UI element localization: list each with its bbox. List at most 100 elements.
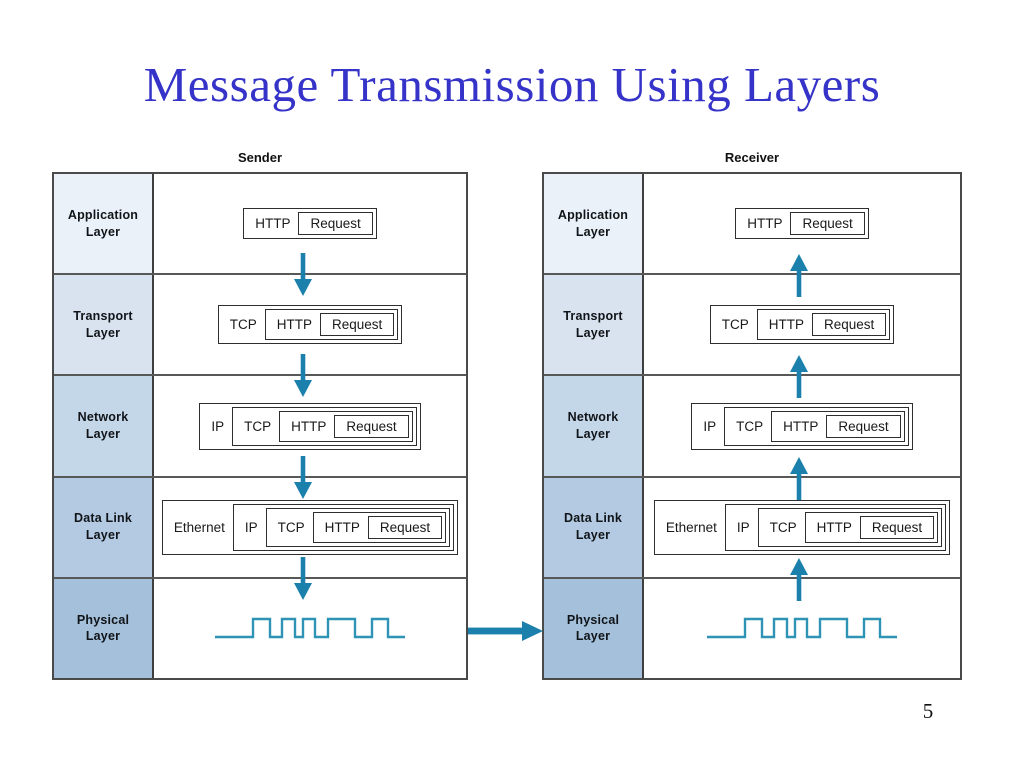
layer-label: Transport Layer bbox=[563, 308, 623, 340]
packet-label-request: Request bbox=[871, 519, 923, 535]
sender-layer-label-cell: Transport Layer bbox=[54, 275, 154, 375]
receiver-layer-label-cell: Physical Layer bbox=[544, 578, 644, 679]
receiver-row-application-layer: Application Layer HTTP Request bbox=[544, 174, 960, 274]
packet-label-request: Request bbox=[838, 418, 889, 434]
layer-label: Network Layer bbox=[567, 410, 619, 441]
packet-box-http: HTTP Request bbox=[264, 309, 399, 341]
packet-label-tcp: TCP bbox=[736, 418, 764, 434]
packet-box-tcp: TCP HTTP Request bbox=[232, 406, 417, 446]
packet-box-request: Request bbox=[826, 414, 901, 438]
sender-layer-content: TCP HTTP Request bbox=[154, 275, 466, 375]
packet-label-tcp: TCP bbox=[769, 519, 797, 535]
packet-label-http: HTTP bbox=[291, 418, 327, 434]
packet-label-request: Request bbox=[802, 216, 853, 232]
receiver-layer-content: Ethernet IP TCP HTTP Request bbox=[644, 477, 960, 577]
sender-row-physical-layer: Physical Layer bbox=[54, 576, 466, 679]
layer-label: Transport Layer bbox=[73, 308, 133, 340]
packet-label-request: Request bbox=[379, 519, 431, 535]
packet-label-http: HTTP bbox=[747, 216, 783, 232]
down-arrow-icon bbox=[290, 557, 316, 601]
receiver-layer-content: HTTP Request bbox=[644, 174, 960, 274]
up-arrow-icon bbox=[786, 456, 812, 500]
layer-label: Data Link Layer bbox=[73, 511, 133, 543]
packet-box-tcp: TCP HTTP Request bbox=[757, 507, 943, 547]
packet-label-ip: IP bbox=[244, 519, 258, 535]
digital-signal-waveform-icon bbox=[707, 618, 897, 639]
receiver-row-physical-layer: Physical Layer bbox=[544, 576, 960, 679]
packet-box-request: Request bbox=[334, 414, 409, 438]
packet-label-http: HTTP bbox=[816, 519, 852, 535]
layer-label: Application Layer bbox=[67, 207, 139, 239]
layer-label: Physical Layer bbox=[566, 612, 620, 644]
packet-box-ip: IP TCP HTTP Request bbox=[724, 503, 947, 551]
packet-label-request: Request bbox=[310, 216, 361, 232]
up-arrow-icon bbox=[786, 354, 812, 398]
packet-label-http: HTTP bbox=[768, 317, 804, 333]
packet-label-http: HTTP bbox=[276, 317, 312, 333]
sender-layer-label-cell: Application Layer bbox=[54, 174, 154, 274]
down-arrow-icon bbox=[290, 456, 316, 500]
sender-layer-content: HTTP Request bbox=[154, 174, 466, 274]
transmission-arrow-icon bbox=[468, 618, 544, 644]
receiver-layer-content: TCP HTTP Request bbox=[644, 275, 960, 375]
packet-label-http: HTTP bbox=[255, 216, 291, 232]
packet-box-ip: IP TCP HTTP Request bbox=[199, 402, 421, 450]
packet-label-request: Request bbox=[346, 418, 397, 434]
packet-box-ethernet: Ethernet IP TCP HTTP Request bbox=[653, 499, 951, 555]
receiver-layer-label-cell: Data Link Layer bbox=[544, 477, 644, 577]
sender-column-header: Sender bbox=[237, 150, 283, 165]
digital-signal-waveform-icon bbox=[215, 618, 405, 639]
packet-label-ethernet: Ethernet bbox=[665, 519, 717, 535]
layer-label: Data Link Layer bbox=[563, 511, 623, 543]
packet-label-ethernet: Ethernet bbox=[173, 519, 225, 535]
up-arrow-icon bbox=[786, 253, 812, 297]
packet-box-request: Request bbox=[319, 313, 395, 337]
packet-label-ip: IP bbox=[703, 418, 717, 434]
sender-row-network-layer: Network Layer IP TCP HTTP Request bbox=[54, 374, 466, 476]
packet-box-request: Request bbox=[811, 313, 887, 337]
sender-row-application-layer: Application Layer HTTP Request bbox=[54, 174, 466, 274]
packet-label-request: Request bbox=[331, 317, 383, 333]
packet-label-tcp: TCP bbox=[277, 519, 305, 535]
up-arrow-icon bbox=[786, 557, 812, 601]
receiver-row-transport-layer: Transport Layer TCP HTTP Request bbox=[544, 273, 960, 375]
receiver-layer-content bbox=[644, 578, 960, 679]
receiver-layer-label-cell: Application Layer bbox=[544, 174, 644, 274]
packet-box-http: HTTP Request bbox=[756, 309, 891, 341]
layer-label: Network Layer bbox=[77, 410, 129, 441]
receiver-row-data-link-layer: Data Link Layer Ethernet IP TCP HTTP Request bbox=[544, 475, 960, 577]
sender-layer-label-cell: Physical Layer bbox=[54, 578, 154, 679]
receiver-column-header: Receiver bbox=[724, 150, 780, 165]
sender-layer-content: IP TCP HTTP Request bbox=[154, 376, 466, 476]
packet-label-tcp: TCP bbox=[244, 418, 272, 434]
packet-label-ip: IP bbox=[736, 519, 750, 535]
packet-label-tcp: TCP bbox=[721, 317, 749, 333]
packet-label-ip: IP bbox=[211, 418, 225, 434]
packet-box-request: Request bbox=[859, 515, 935, 539]
down-arrow-icon bbox=[290, 253, 316, 297]
packet-label-request: Request bbox=[823, 317, 875, 333]
page-title: Message Transmission Using Layers bbox=[143, 57, 881, 112]
sender-row-transport-layer: Transport Layer TCP HTTP Request bbox=[54, 273, 466, 375]
layer-label: Application Layer bbox=[557, 207, 629, 239]
packet-label-tcp: TCP bbox=[229, 317, 257, 333]
receiver-layer-label-cell: Network Layer bbox=[544, 376, 644, 476]
page-number: 5 bbox=[922, 699, 934, 723]
packet-box-request: Request bbox=[790, 212, 865, 236]
down-arrow-icon bbox=[290, 354, 316, 398]
sender-layer-content bbox=[154, 578, 466, 679]
packet-box-http: HTTP Request bbox=[243, 208, 377, 240]
packet-box-http: HTTP Request bbox=[279, 410, 413, 442]
